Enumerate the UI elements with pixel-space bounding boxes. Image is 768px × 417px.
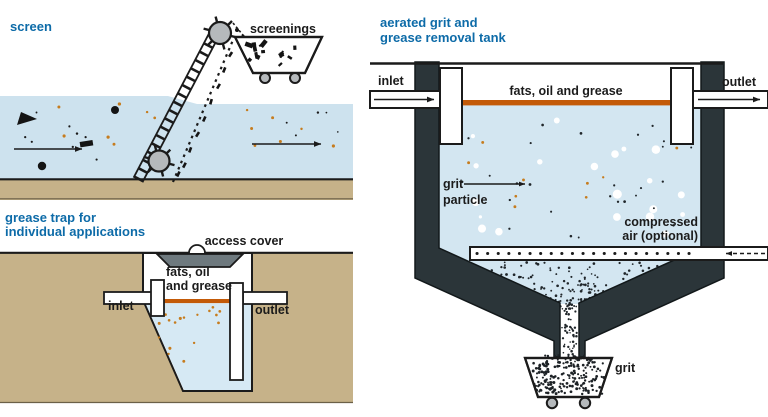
fats-label-line2: and grease — [166, 279, 232, 293]
grit-cart-contents — [531, 354, 606, 396]
air-bubbles-and-particles — [460, 117, 693, 239]
access-cover-handle — [188, 244, 206, 254]
screenings-cart-contents — [244, 39, 297, 67]
screenings-cart — [233, 35, 324, 84]
access-cover — [154, 253, 246, 268]
grit-particle-label-line1: grit — [443, 177, 464, 191]
compressed-air-label-line1: compressed — [624, 215, 698, 229]
grease-trap-title-line2: individual applications — [5, 224, 145, 239]
aerated-title-line2: grease removal tank — [380, 30, 507, 45]
trap-inlet-label: inlet — [108, 299, 135, 313]
grease-layer — [144, 299, 231, 304]
grit-particle-dot — [528, 183, 532, 186]
trap-outlet-label: outlet — [255, 303, 290, 317]
tank-fats-label: fats, oil and grease — [509, 84, 622, 98]
conveyor-wheel-top — [203, 16, 237, 50]
outlet-baffle — [229, 282, 244, 381]
outlet-baffle — [670, 67, 694, 145]
trap-water — [145, 303, 251, 390]
compressed-air-label-line2: air (optional) — [622, 229, 698, 243]
grease-trap-diagram-panel: grease trap for individual applications … — [0, 210, 353, 404]
cart-wheel — [578, 396, 592, 410]
cart-wheel — [289, 72, 301, 84]
conveyor-wheel-bottom — [143, 145, 175, 177]
screen-title: screen — [10, 19, 52, 34]
grit-particle-label-line2: particle — [443, 193, 488, 207]
discharge-chute-line — [232, 22, 248, 41]
inlet-baffle — [150, 279, 165, 317]
air-diffuser-pipe — [469, 246, 768, 261]
tank-inlet-label: inlet — [378, 74, 405, 88]
tank-outlet-label: outlet — [722, 75, 757, 89]
grease-layer — [462, 100, 671, 106]
suspended-particles-upstream — [24, 102, 157, 161]
grease-trap-title-line1: grease trap for — [5, 210, 96, 225]
screenings-label: screenings — [250, 22, 316, 36]
aerated-title-line1: aerated grit and — [380, 15, 478, 30]
fats-label-line1: fats, oil — [166, 265, 210, 279]
grit-falling-in-chute — [561, 307, 578, 357]
screen-diagram-panel: screen — [0, 16, 353, 200]
floating-debris — [17, 106, 119, 171]
inlet-baffle — [439, 67, 463, 145]
channel-water — [0, 96, 353, 180]
grit-cart — [523, 354, 614, 410]
aerated-tank-diagram-panel: aerated grit and grease removal tank — [369, 15, 768, 410]
cart-wheel — [259, 72, 271, 84]
channel-ground — [0, 179, 353, 200]
trap-water-particles — [157, 305, 222, 363]
access-cover-label: access cover — [205, 234, 284, 248]
grit-cart-label: grit — [615, 361, 636, 375]
cart-wheel — [545, 396, 559, 410]
